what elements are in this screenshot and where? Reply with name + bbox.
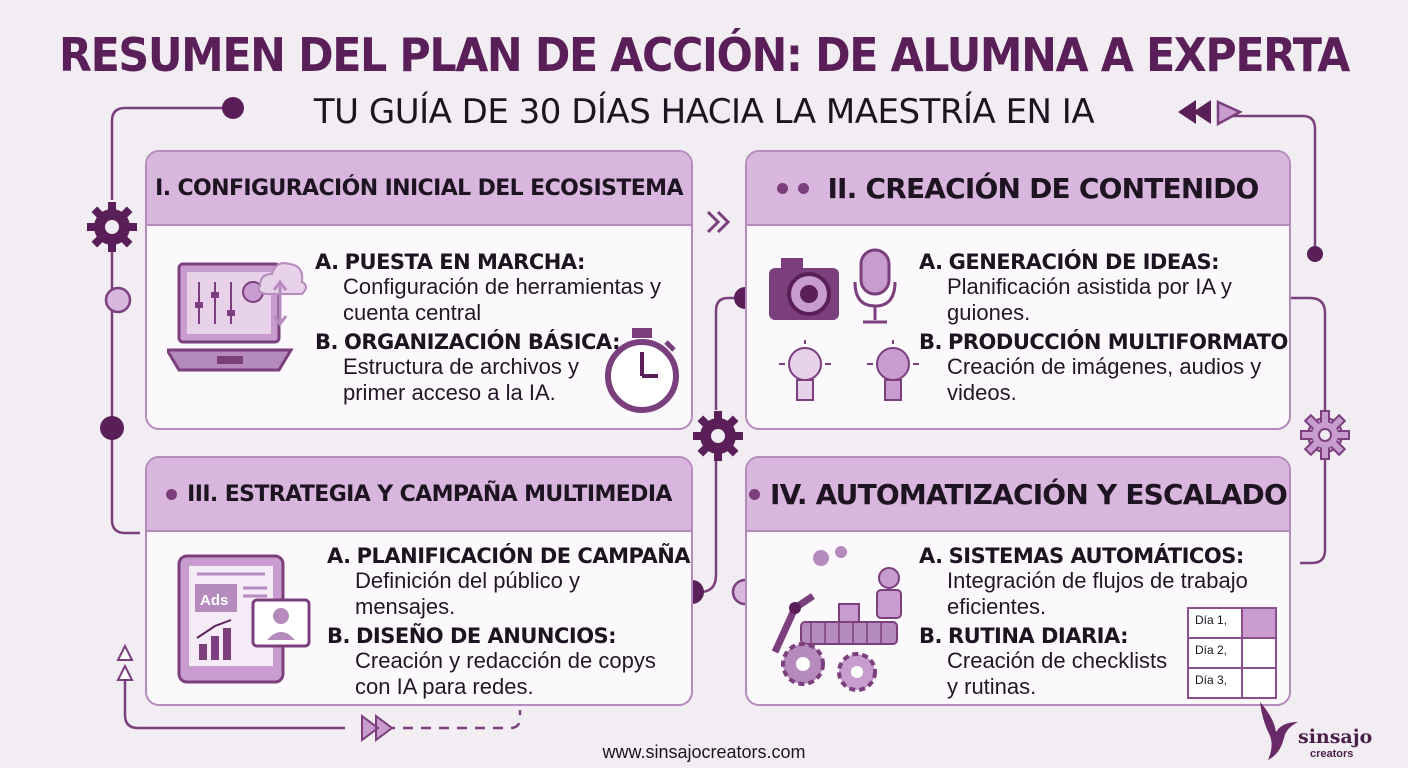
item-a: A.PLANIFICACIÓN DE CAMPAÑA: Definición d…	[327, 544, 693, 620]
section-heading-text: III. ESTRATEGIA Y CAMPAÑA MULTIMEDIA	[187, 481, 672, 507]
item-letter: B.	[315, 330, 338, 354]
gear-icon	[1300, 410, 1350, 460]
section-heading-text: IV. AUTOMATIZACIÓN Y ESCALADO	[769, 477, 1288, 511]
item-title: SISTEMAS AUTOMÁTICOS:	[948, 544, 1245, 568]
item-a: A.GENERACIÓN DE IDEAS: Planificación asi…	[919, 250, 1289, 326]
schedule-day: Día 3,	[1189, 669, 1243, 697]
item-a: A.SISTEMAS AUTOMÁTICOS: Integración de f…	[919, 544, 1277, 620]
microphone-icon	[853, 248, 897, 324]
item-text: Creación y redacción de copys con IA par…	[355, 648, 656, 699]
sinsajo-logo: sinsajo creators	[1254, 698, 1384, 762]
schedule-day: Día 1,	[1189, 609, 1243, 637]
gear-icon	[693, 411, 743, 461]
item-letter: B.	[919, 330, 942, 354]
schedule-row: Día 1,	[1187, 607, 1277, 637]
bullet-dot	[748, 488, 760, 500]
item-a: A.PUESTA EN MARCHA: Configuración de her…	[315, 250, 673, 326]
logo-name: sinsajo	[1298, 726, 1373, 748]
item-letter: B.	[327, 624, 350, 648]
item-letter: A.	[919, 250, 943, 274]
page-title: RESUMEN DEL PLAN DE ACCIÓN: DE ALUMNA A …	[59, 28, 1350, 82]
item-title: DISEÑO DE ANUNCIOS:	[355, 624, 617, 648]
schedule-row: Día 3,	[1187, 667, 1277, 699]
bird-icon	[1260, 702, 1298, 760]
schedule-day: Día 2,	[1189, 639, 1243, 667]
robot-icon	[771, 546, 902, 654]
cloud-sync-icon	[257, 262, 307, 327]
item-text: Planificación asistida por IA y guiones.	[947, 274, 1232, 325]
section-card-4: IV. AUTOMATIZACIÓN Y ESCALADO A.SISTEMAS…	[745, 456, 1291, 706]
item-title: PRODUCCIÓN MULTIFORMATO:	[947, 330, 1291, 354]
section-heading: II. CREACIÓN DE CONTENIDO	[747, 152, 1289, 226]
bullet-dot	[798, 182, 810, 194]
ads-label: Ads	[200, 592, 228, 609]
item-text: Definición del público y mensajes.	[355, 568, 581, 619]
stopwatch-icon	[605, 328, 679, 413]
item-text: Estructura de archivos y primer acceso a…	[343, 354, 579, 405]
item-title: PLANIFICACIÓN DE CAMPAÑA:	[356, 544, 693, 568]
section-heading-text: II. CREACIÓN DE CONTENIDO	[827, 171, 1259, 205]
section-card-2: II. CREACIÓN DE CONTENIDO A.GENERACIÓN D…	[745, 150, 1291, 430]
item-b: B.PRODUCCIÓN MULTIFORMATO: Creación de i…	[919, 330, 1291, 406]
item-title: RUTINA DIARIA:	[947, 624, 1129, 648]
section-heading: III. ESTRATEGIA Y CAMPAÑA MULTIMEDIA	[147, 458, 691, 532]
item-text: Configuración de herramientas y cuenta c…	[343, 274, 661, 325]
page-subtitle: TU GUÍA DE 30 DÍAS HACIA LA MAESTRÍA EN …	[313, 92, 1095, 132]
section-heading: IV. AUTOMATIZACIÓN Y ESCALADO	[747, 458, 1289, 532]
item-letter: B.	[919, 624, 942, 648]
schedule-row: Día 2,	[1187, 637, 1277, 667]
footer-url[interactable]: www.sinsajocreators.com	[602, 742, 806, 762]
item-text: Creación de imágenes, audios y videos.	[947, 354, 1262, 405]
section-heading: I. CONFIGURACIÓN INICIAL DEL ECOSISTEMA	[147, 152, 691, 226]
logo-tagline: creators	[1310, 748, 1354, 760]
item-b: B.ORGANIZACIÓN BÁSICA: Estructura de arc…	[315, 330, 673, 406]
item-title: ORGANIZACIÓN BÁSICA:	[343, 330, 621, 354]
gear-icon	[87, 202, 137, 252]
section-card-3: III. ESTRATEGIA Y CAMPAÑA MULTIMEDIA Ads…	[145, 456, 693, 706]
lightbulb-icon	[779, 340, 919, 401]
section-card-1: I. CONFIGURACIÓN INICIAL DEL ECOSISTEMA …	[145, 150, 693, 430]
schedule-table: Día 1, Día 2, Día 3,	[1187, 607, 1277, 699]
item-letter: A.	[327, 544, 351, 568]
item-title: GENERACIÓN DE IDEAS:	[948, 250, 1220, 274]
item-b: B.DISEÑO DE ANUNCIOS: Creación y redacci…	[327, 624, 691, 700]
bullet-dot	[777, 182, 789, 194]
tablet-ads-icon: Ads	[177, 554, 311, 684]
item-letter: A.	[315, 250, 339, 274]
camera-icon	[769, 258, 839, 320]
item-title: PUESTA EN MARCHA:	[344, 250, 586, 274]
gears-icon	[781, 642, 877, 692]
item-text: Creación de checklists y rutinas.	[947, 648, 1168, 699]
item-letter: A.	[919, 544, 943, 568]
item-b: B.RUTINA DIARIA: Creación de checklists …	[919, 624, 1277, 700]
item-text: Integración de flujos de trabajo eficien…	[947, 568, 1248, 619]
bullet-dot	[166, 488, 178, 500]
